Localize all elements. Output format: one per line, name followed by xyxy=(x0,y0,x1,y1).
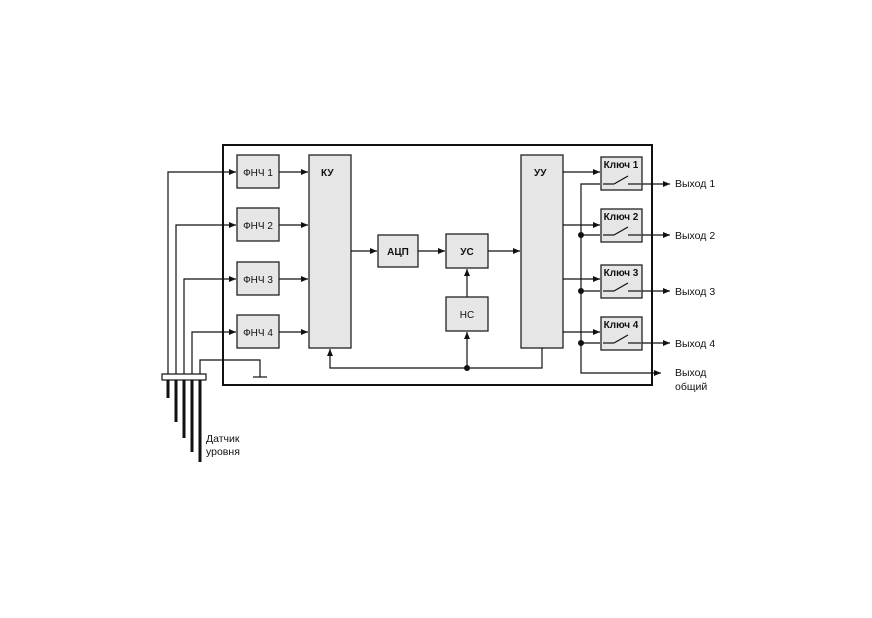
sensor-wire-2 xyxy=(175,222,236,398)
key-1-label: Ключ 1 xyxy=(604,160,639,171)
ns-label: НС xyxy=(460,310,474,321)
switch-icon-2 xyxy=(603,226,641,236)
ku-block xyxy=(308,154,352,349)
fnch-1-label: ФНЧ 1 xyxy=(243,168,273,179)
uu-to-ku-bus xyxy=(327,348,543,369)
switch-icon-4 xyxy=(603,334,641,344)
fnch-2-block xyxy=(236,207,280,242)
sensor-mount xyxy=(161,373,207,381)
sensor-label-line-1: Датчик xyxy=(206,433,240,445)
us-label: УС xyxy=(460,247,473,258)
fnch-2-label: ФНЧ 2 xyxy=(243,221,273,232)
common-output-label-line-2: общий xyxy=(675,381,707,393)
uu-block xyxy=(520,154,564,349)
switch-icon-3 xyxy=(603,282,641,292)
junction-3 xyxy=(578,288,584,294)
acp-label: АЦП xyxy=(387,247,409,258)
key-4-label: Ключ 4 xyxy=(604,320,639,331)
acp-block xyxy=(377,234,419,268)
fnch-1-block xyxy=(236,154,280,189)
switch-icon-1 xyxy=(603,175,641,185)
fnch-3-label: ФНЧ 3 xyxy=(243,275,273,286)
ku-label: КУ xyxy=(321,168,334,179)
key-4-block xyxy=(600,316,643,351)
bus-junction xyxy=(464,365,470,371)
us-block xyxy=(445,233,489,269)
output-2-label: Выход 2 xyxy=(675,230,715,242)
sensor-wire-3 xyxy=(183,276,236,398)
common-rail xyxy=(580,183,661,376)
sensor-label-line-2: уровня xyxy=(206,446,240,458)
junction-2 xyxy=(578,232,584,238)
uu-label: УУ xyxy=(534,168,547,179)
output-4-label: Выход 4 xyxy=(675,338,715,350)
output-1-label: Выход 1 xyxy=(675,178,715,190)
device-frame xyxy=(222,144,653,386)
key-3-block xyxy=(600,264,643,299)
key-3-label: Ключ 3 xyxy=(604,268,639,279)
sensor-wire-1 xyxy=(167,169,236,398)
common-output-label-line-1: Выход xyxy=(675,367,706,379)
junction-4 xyxy=(578,340,584,346)
key-2-label: Ключ 2 xyxy=(604,212,639,223)
fnch-4-label: ФНЧ 4 xyxy=(243,328,273,339)
output-3-label: Выход 3 xyxy=(675,286,715,298)
ground-wire xyxy=(199,359,261,377)
key-2-block xyxy=(600,208,643,243)
ns-block xyxy=(445,296,489,332)
